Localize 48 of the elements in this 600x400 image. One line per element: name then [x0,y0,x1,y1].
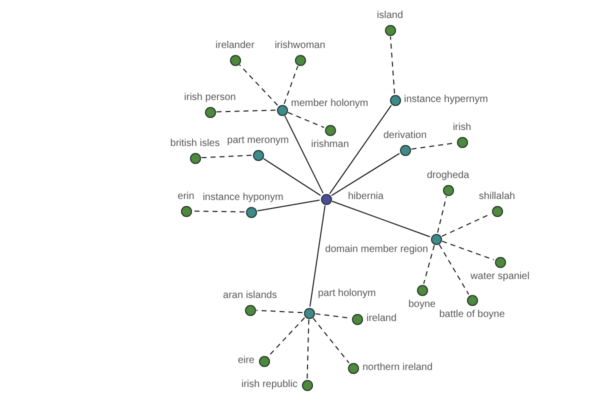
dashed-connector-line [306,319,310,379]
dashed-connector-line [238,64,278,106]
connector-line [309,204,326,308]
node-label: domain member region [325,244,428,256]
dashed-connector-line [216,110,276,112]
dashed-connector-line [284,66,298,104]
connector-line [284,115,324,194]
dashed-connector-line [423,244,435,284]
dashed-connector-line [390,36,396,94]
node-label: derivation [383,130,427,142]
node-label: eire [238,355,254,367]
node-label: water spaniel [470,270,530,282]
node-label: ireland [366,313,397,325]
node-label: hibernia [348,191,384,203]
node-label: irish [452,122,472,134]
dashed-connector-line [201,154,252,158]
node-label: instance hyponym [202,192,284,204]
dashed-connector-line [268,317,306,357]
dashed-connector-line [312,318,350,364]
connector-line [331,152,400,196]
node-label: irishman [311,138,349,150]
node-label: erin [178,190,194,202]
node-label: irish republic [241,379,298,391]
node-label: part meronym [227,134,289,146]
dashed-connector-line [438,244,470,295]
dashed-connector-line [442,240,494,260]
node-label: irishwoman [274,40,326,52]
node-label: aran islands [223,290,277,302]
connector-line [262,158,322,196]
dashed-connector-line [256,310,303,314]
node-label: boyne [408,298,436,310]
node-label: instance hypernym [404,94,488,106]
connector-line [332,200,430,238]
node-label: drogheda [426,170,470,182]
node-label: member holonym [291,98,368,110]
dashed-connector-line [288,112,324,128]
node-label: part holonym [318,288,376,300]
connector-line [256,200,320,212]
node-label: northern ireland [362,362,433,374]
dashed-connector-line [192,210,245,212]
node-label: battle of boyne [439,308,505,320]
node-label: irish person [184,92,236,104]
node-label: island [376,10,404,22]
dashed-connector-line [437,196,447,234]
connector-line [329,104,392,194]
node-label: british isles [170,138,220,150]
node-label: shillalah [478,190,516,202]
node-label: irelander [216,40,254,52]
